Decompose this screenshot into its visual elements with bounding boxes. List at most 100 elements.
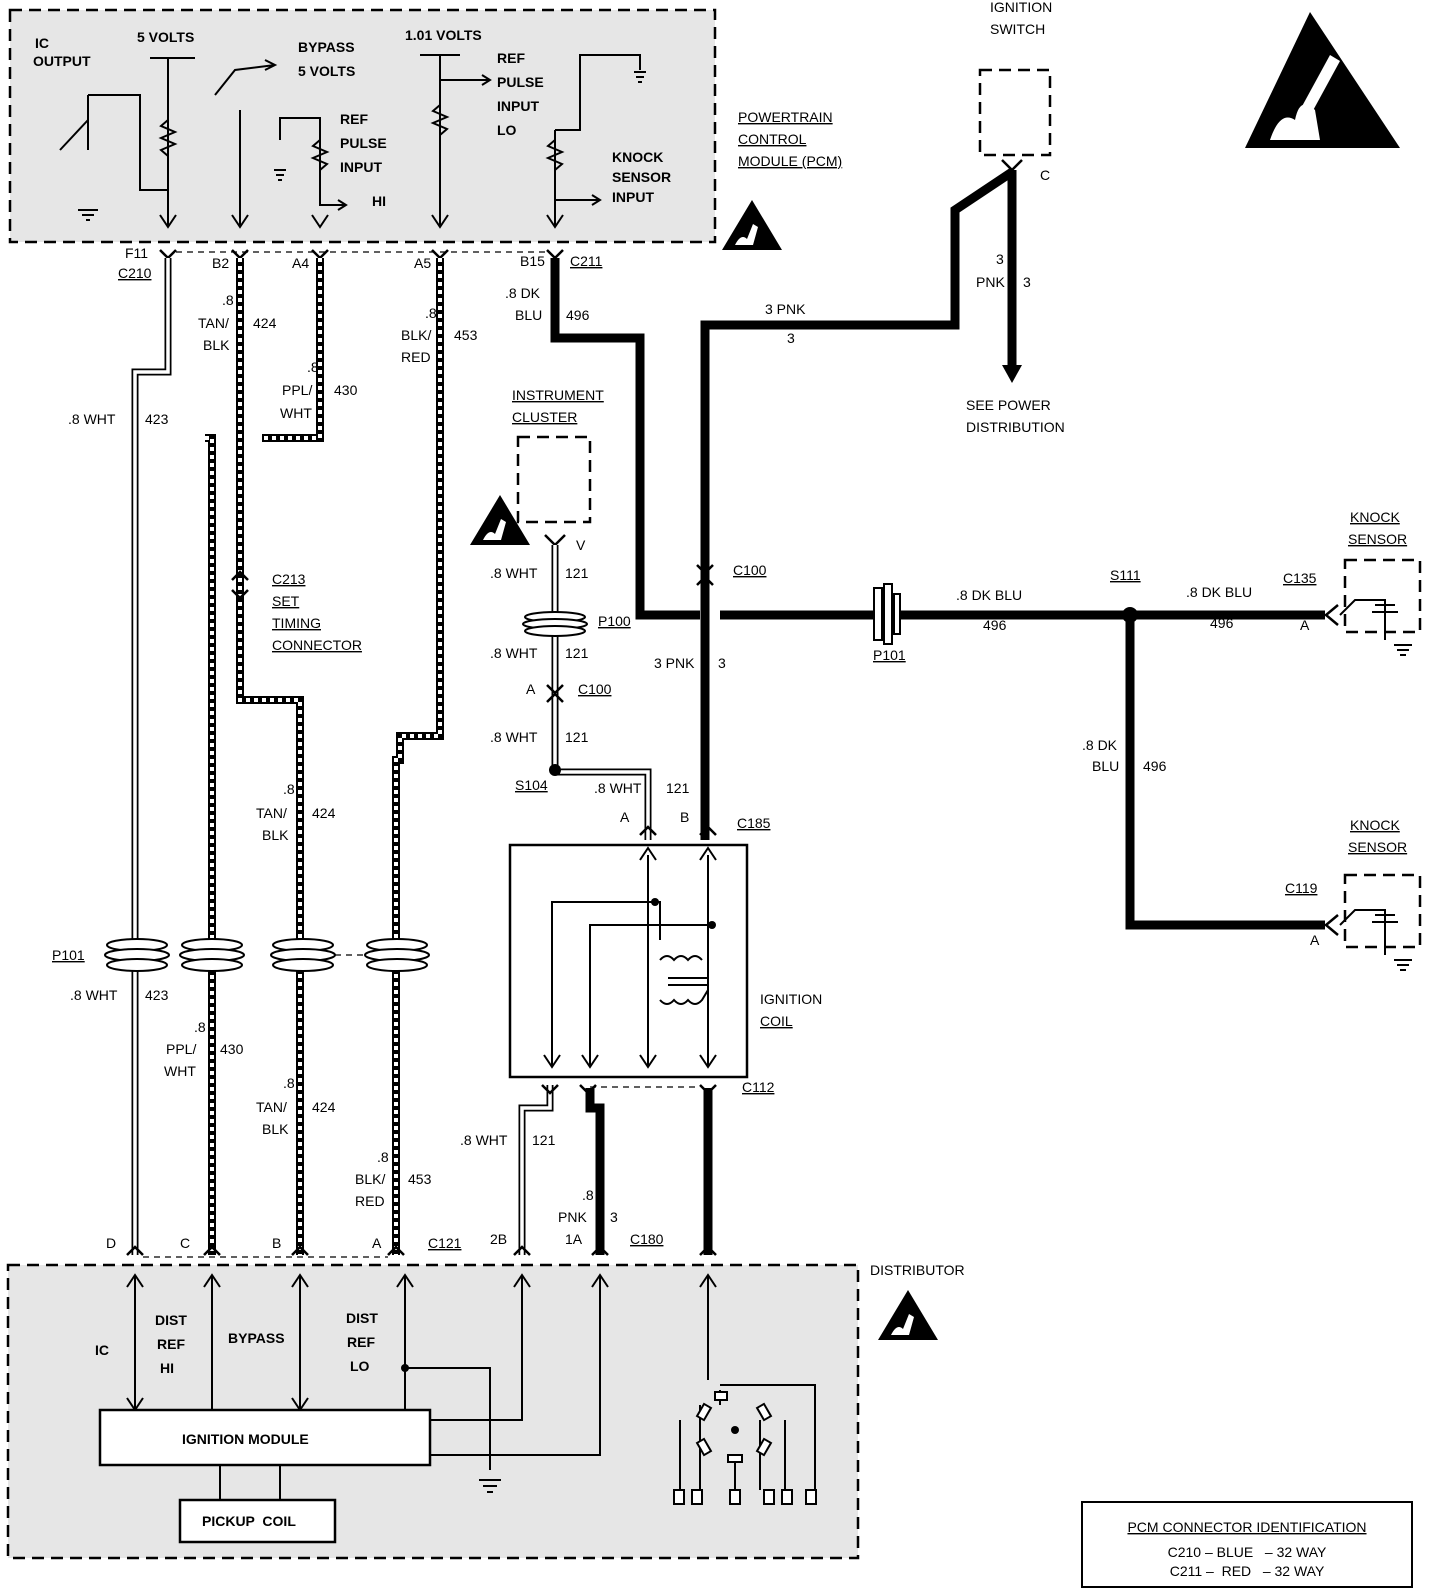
w424-num-3: 424	[312, 1099, 336, 1115]
w121-num-4: 121	[666, 780, 690, 796]
w423-color-upper: .8 WHT	[68, 411, 116, 427]
pin-b15: B15	[520, 253, 545, 269]
knock-sensor-1	[1324, 558, 1422, 656]
pcm-5-volts: 5 VOLTS	[137, 29, 194, 45]
s104-label: S104	[515, 777, 548, 793]
pnk-top-label: 3 PNK	[765, 301, 806, 317]
w430-num-2: 430	[220, 1041, 244, 1057]
w121-color-1: .8 WHT	[490, 565, 538, 581]
pnk-coil-gauge: .8	[582, 1187, 594, 1203]
p101-connector-main	[104, 938, 430, 972]
c100-connector-121	[546, 684, 564, 703]
c121-pin-a: A	[372, 1235, 382, 1251]
c180-pin-1a: 1A	[565, 1231, 583, 1247]
esd-warning-icon-pcm	[722, 200, 782, 250]
pin-f11: F11	[125, 245, 148, 261]
wire-496	[550, 258, 1325, 930]
w453-color-2: BLK/RED	[355, 1171, 385, 1209]
w430-color-2: PPL/WHT	[164, 1041, 196, 1079]
w121-color-3: .8 WHT	[490, 729, 538, 745]
wire-430	[205, 258, 324, 1255]
w423-num-lower: 423	[145, 987, 169, 1003]
dist-bypass-label: BYPASS	[228, 1330, 285, 1346]
instrument-cluster	[516, 435, 592, 547]
c112-connector	[541, 1084, 717, 1095]
dkblu-v-b: BLU	[1092, 758, 1119, 774]
c119-label: C119	[1285, 880, 1318, 896]
p101-connector-496	[873, 583, 901, 645]
conn-c211: C211	[570, 253, 603, 269]
w424-num-1: 424	[253, 315, 277, 331]
ignition-switch	[978, 68, 1052, 172]
ignition-switch-pin-c: C	[1040, 167, 1050, 183]
c100-connector-main	[696, 564, 714, 586]
w496-label-b: BLU	[515, 307, 542, 323]
c185-label: C185	[737, 815, 771, 831]
w496-num-top: 496	[566, 307, 590, 323]
sw-wire-color: PNK	[976, 274, 1005, 290]
esd-warning-icon-large	[1245, 12, 1400, 148]
w121-color-2: .8 WHT	[490, 645, 538, 661]
w121-num-3: 121	[565, 729, 589, 745]
w423-num-upper: 423	[145, 411, 169, 427]
dkblu-v-a: .8 DK	[1082, 737, 1118, 753]
wire-pnk-3	[700, 168, 1017, 840]
p101-label-496: P101	[873, 647, 906, 663]
c180-pin-2b: 2B	[490, 1231, 507, 1247]
w424-gauge-3: .8	[283, 1075, 295, 1091]
c121-pin-b: B	[272, 1235, 281, 1251]
w121-num-5: 121	[532, 1132, 556, 1148]
wire-453	[392, 258, 444, 1255]
see-power-arrow	[1002, 365, 1022, 383]
p100-connector	[522, 611, 588, 637]
pcm-id-row2: C211 – RED – 32 WAY	[1170, 1563, 1325, 1579]
pin-a5: A5	[414, 255, 431, 271]
w424-color-3: TAN/BLK	[256, 1099, 289, 1137]
w430-gauge-1: .8	[307, 359, 319, 375]
sw-wire-num: 3	[1023, 274, 1031, 290]
w121-color-5: .8 WHT	[460, 1132, 508, 1148]
dkblu-num-1: 496	[983, 617, 1007, 633]
wire-pnk-coil	[585, 1088, 605, 1255]
c180-label: C180	[630, 1231, 664, 1247]
s104-splice	[549, 764, 561, 776]
ignition-module-label: IGNITION MODULE	[182, 1431, 309, 1447]
w453-num-1: 453	[454, 327, 478, 343]
c100-label-121: C100	[578, 681, 612, 697]
w430-num-1: 430	[334, 382, 358, 398]
c112-label: C112	[742, 1079, 775, 1095]
c135-label: C135	[1283, 570, 1317, 586]
cluster-pin-v: V	[576, 537, 586, 553]
w121-num-1: 121	[565, 565, 589, 581]
pcm-id-title: PCM CONNECTOR IDENTIFICATION	[1127, 1519, 1366, 1535]
c213-set-timing-connector	[231, 570, 249, 600]
w453-num-2: 453	[408, 1171, 432, 1187]
s111-splice	[1122, 607, 1138, 623]
w430-color-1: PPL/WHT	[280, 382, 312, 421]
w424-color-1: TAN/BLK	[198, 315, 230, 353]
pcm-module	[8, 8, 717, 244]
dkblu-label-1: .8 DK BLU	[956, 587, 1022, 603]
sw-wire-gauge: 3	[996, 251, 1004, 267]
s111-label: S111	[1110, 567, 1141, 583]
w423-color-lower: .8 WHT	[70, 987, 118, 1003]
conn-c210: C210	[118, 265, 152, 281]
w424-gauge-1: .8	[222, 292, 234, 308]
knock-2-pin-a: A	[1310, 932, 1320, 948]
pnk-mid-label: 3 PNK	[654, 655, 695, 671]
c180-connector	[513, 1245, 717, 1256]
knock-sensor-2	[1324, 873, 1422, 971]
c121-pin-d: D	[106, 1235, 116, 1251]
pnk-top-num: 3	[787, 330, 795, 346]
w424-num-2: 424	[312, 805, 336, 821]
c100-label-main: C100	[733, 562, 767, 578]
